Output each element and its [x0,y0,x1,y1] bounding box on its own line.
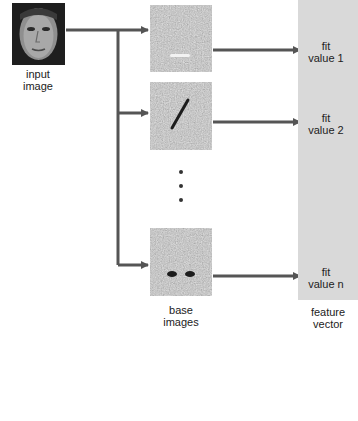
fit-arrows [213,50,300,276]
text-label: fit value 1 [308,40,345,64]
text-label: base images [159,304,203,328]
ellipsis-dots [179,170,183,202]
fit-value: fit value 1 [304,40,348,64]
branch-arrows [66,30,148,265]
fit-value: fit value 2 [304,112,348,136]
column-caption: base images [150,304,212,328]
text-label: input image [18,68,58,92]
base-image [150,82,212,150]
feature-vector-panel: feature vector fit value 1 fit value 2 fit … [298,0,358,334]
image-caption-node: input image [4,68,72,92]
fit-value: fit value n [304,266,348,290]
base-image [150,5,212,72]
text-label: feature vector [305,306,351,330]
text-label: fit value 2 [308,112,345,136]
face-photo [12,3,65,65]
text-label: fit value n [308,266,345,290]
base-image [150,228,212,296]
